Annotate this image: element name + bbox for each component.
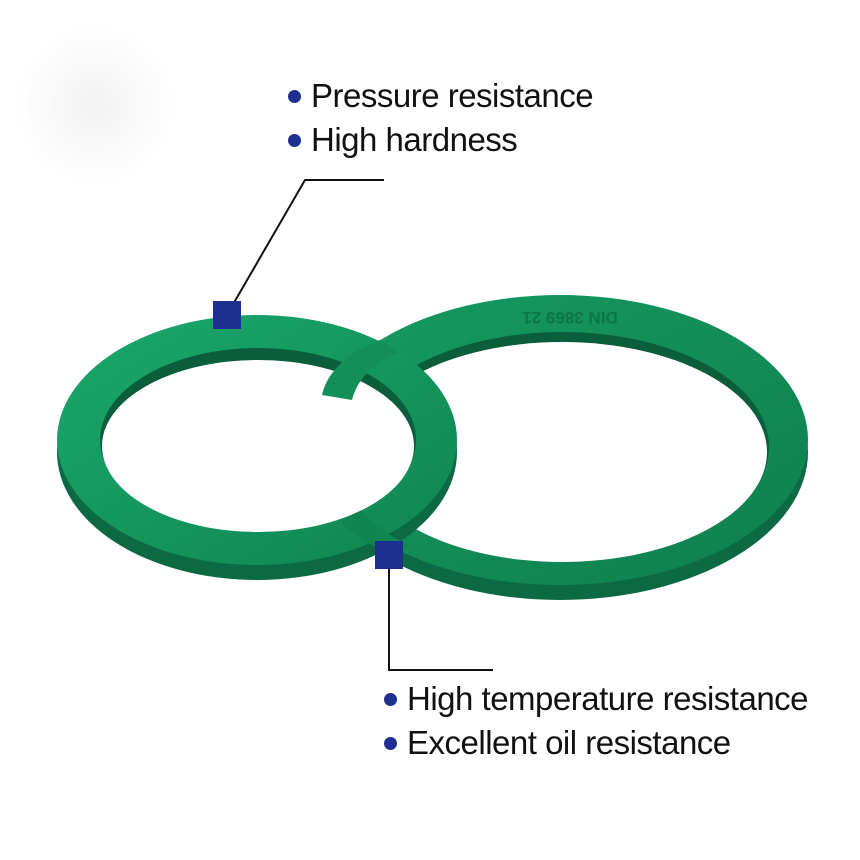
bullet-icon — [288, 89, 301, 103]
bullet-icon — [384, 692, 397, 706]
callout-list-bottom: High temperature resistance Excellent oi… — [384, 677, 809, 765]
ring-overlap-segment — [322, 340, 400, 400]
callout-line-bottom — [388, 560, 493, 671]
feature-item: Excellent oil resistance — [384, 721, 808, 765]
callout-marker-top — [213, 301, 241, 329]
large-sealing-ring: DIN 3869 21 — [312, 295, 808, 600]
bullet-icon — [384, 736, 397, 750]
bullet-icon — [288, 133, 301, 147]
callout-list-top: Pressure resistance High hardness — [288, 74, 594, 162]
background-highlight — [15, 25, 175, 185]
feature-label: Pressure resistance — [311, 77, 594, 114]
feature-label: High hardness — [311, 121, 518, 158]
callout-marker-bottom — [375, 541, 403, 569]
feature-item: High hardness — [288, 118, 593, 162]
feature-label: High temperature resistance — [407, 680, 809, 717]
feature-item: High temperature resistance — [384, 677, 809, 721]
callout-line-top — [227, 179, 384, 314]
feature-label: Excellent oil resistance — [407, 724, 731, 761]
feature-item: Pressure resistance — [288, 74, 594, 118]
ring-marking: DIN 3869 21 — [522, 308, 617, 327]
